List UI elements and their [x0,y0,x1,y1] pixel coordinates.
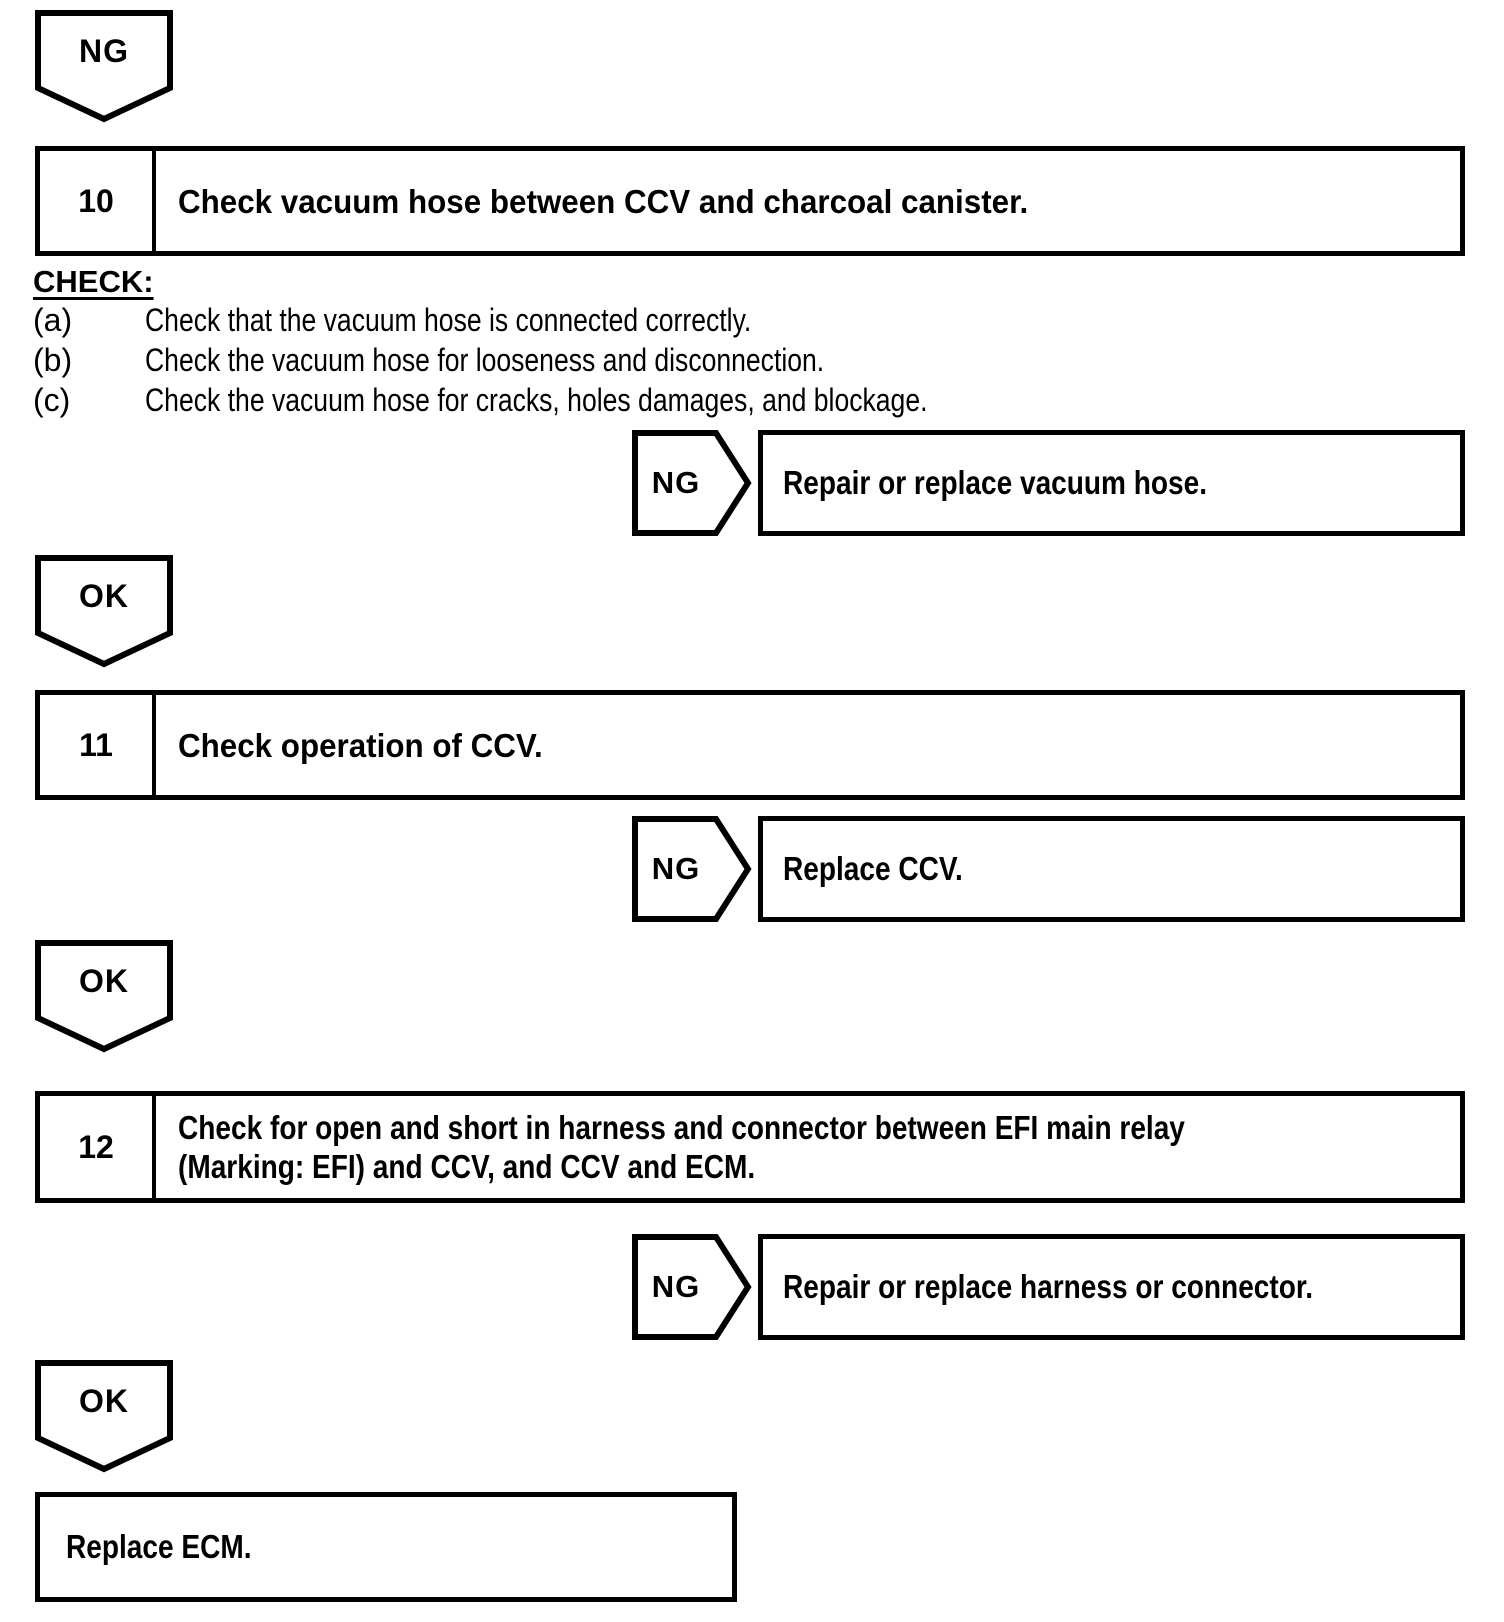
down-pentagon-shape [35,10,173,123]
step-title: Check operation of CCV. [156,695,1460,795]
connector-label: OK [79,577,129,614]
connector-label: OK [79,962,129,999]
connector-label: OK [79,1382,129,1419]
step-box-12: 12 Check for open and short in harness a… [35,1091,1465,1203]
ng-connector-top: NG [35,10,173,124]
final-action-box: Replace ECM. [35,1492,737,1602]
ng-pointer-2: NG [632,816,752,922]
check-heading: CHECK: [33,264,154,299]
result-text: Repair or replace vacuum hose. [783,464,1208,501]
step-box-10: 10 Check vacuum hose between CCV and cha… [35,146,1465,256]
step-number: 11 [40,695,156,795]
check-list: (a) Check that the vacuum hose is connec… [33,300,1463,420]
step-title: Check vacuum hose between CCV and charco… [156,151,1460,251]
result-box-2: Replace CCV. [758,816,1465,922]
right-pentagon-shape [632,816,752,922]
down-pentagon-shape [35,555,173,668]
result-text: Repair or replace harness or connector. [783,1268,1314,1305]
connector-label: NG [651,1269,701,1304]
check-item-label: (a) [33,301,73,338]
down-pentagon-shape [35,940,173,1053]
check-item: (b) Check the vacuum hose for looseness … [33,340,1463,380]
step-title: Check for open and short in harness and … [156,1096,1460,1198]
check-item: (c) Check the vacuum hose for cracks, ho… [33,380,1463,420]
step-box-11: 11 Check operation of CCV. [35,690,1465,800]
step-number: 10 [40,151,156,251]
check-item-text: Check the vacuum hose for looseness and … [145,341,825,378]
ok-connector-3: OK [35,1360,173,1474]
check-item-text: Check the vacuum hose for cracks, holes … [145,381,928,418]
connector-label: NG [651,851,701,886]
check-item-label: (b) [33,341,73,378]
ng-pointer-3: NG [632,1234,752,1340]
step-number: 12 [40,1096,156,1198]
connector-label: NG [651,465,701,500]
ng-pointer-1: NG [632,430,752,536]
ok-connector-2: OK [35,940,173,1054]
step-title-line: Check vacuum hose between CCV and charco… [178,182,1029,220]
result-text: Replace CCV. [783,850,963,887]
step-title-line: Check operation of CCV. [178,726,543,764]
step-title-line: Check for open and short in harness and … [178,1109,1185,1146]
check-item-label: (c) [33,381,71,418]
ok-connector-1: OK [35,555,173,669]
check-item: (a) Check that the vacuum hose is connec… [33,300,1463,340]
connector-label: NG [79,32,129,69]
down-pentagon-shape [35,1360,173,1473]
right-pentagon-shape [632,430,752,536]
step-title-line: (Marking: EFI) and CCV, and CCV and ECM. [178,1148,756,1185]
check-item-text: Check that the vacuum hose is connected … [145,301,752,338]
result-box-3: Repair or replace harness or connector. [758,1234,1465,1340]
result-box-1: Repair or replace vacuum hose. [758,430,1465,536]
right-pentagon-shape [632,1234,752,1340]
final-action-text: Replace ECM. [66,1528,252,1565]
